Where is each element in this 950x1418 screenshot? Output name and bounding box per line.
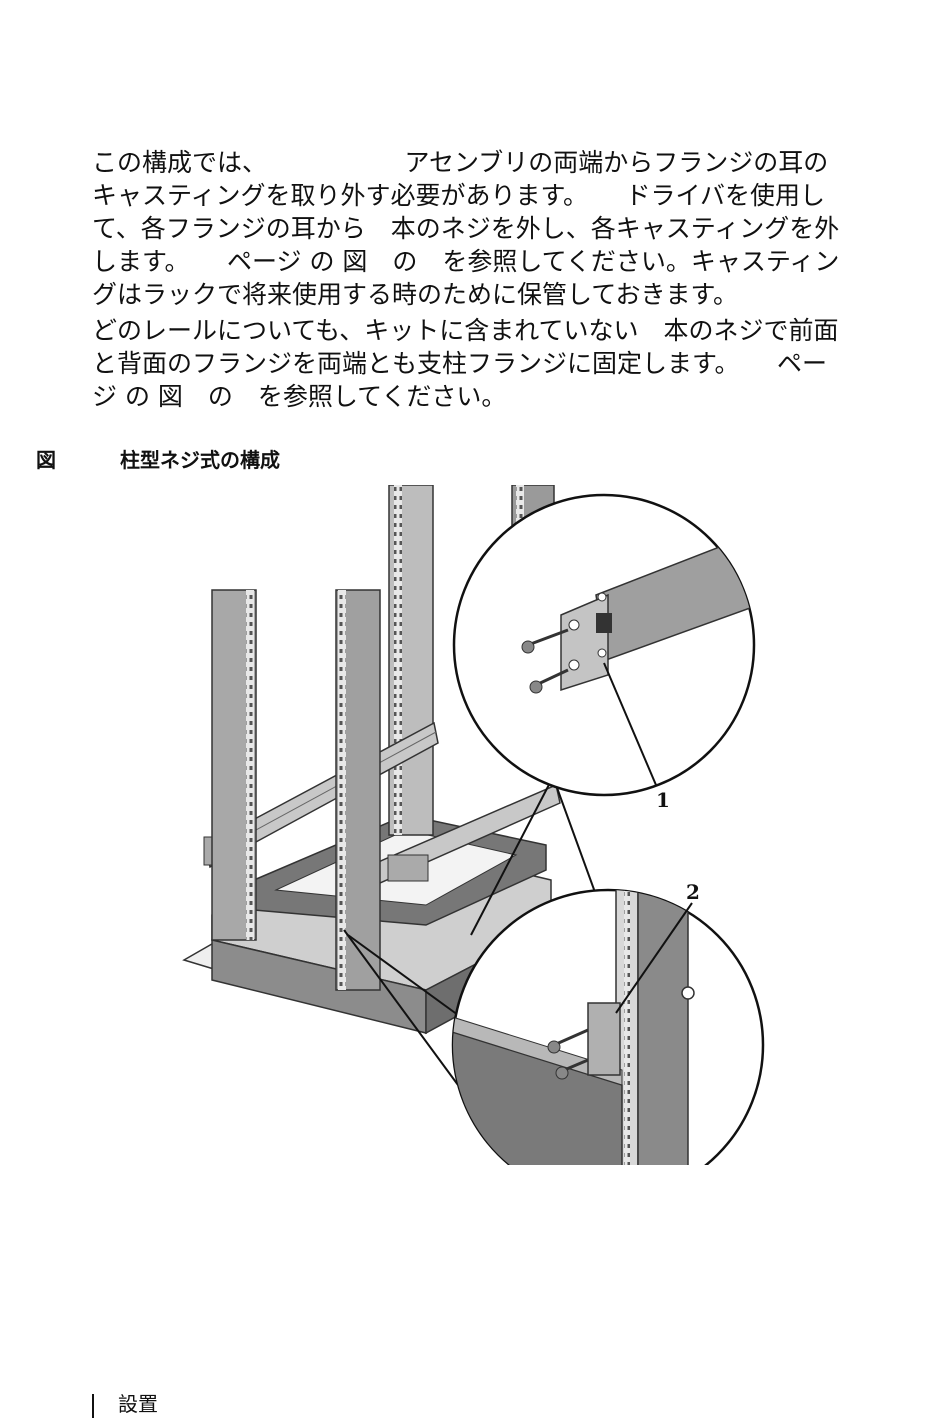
- page-footer: 設置: [92, 1388, 158, 1418]
- text-line: キャスティングを取り外す必要があります。 ドライバを使用し: [92, 179, 892, 212]
- text-line: と背面のフランジを両端とも支柱フランジに固定します。 ペー: [92, 347, 892, 380]
- footer-section-label: 設置: [118, 1392, 158, 1416]
- text-line: グはラックで将来使用する時のために保管しておきます。: [92, 278, 892, 311]
- callout-2: 2: [686, 880, 700, 904]
- text-line: て、各フランジの耳から 本のネジを外し、各キャスティングを外: [92, 212, 892, 245]
- figure-caption: 図柱型ネジ式の構成: [36, 444, 280, 473]
- footer-divider: [92, 1394, 94, 1418]
- text-line: します。 ページ の 図 の を参照してください。キャスティン: [92, 245, 892, 278]
- figure-label: 図: [36, 444, 120, 473]
- paragraph-flange-screws: どのレールについても、キットに含まれていない 本のネジで前面 と背面のフランジを…: [92, 314, 892, 413]
- text-line: ジ の 図 の を参照してください。: [92, 380, 892, 413]
- rack-illustration: 1 2: [176, 485, 766, 1165]
- figure-title: 柱型ネジ式の構成: [120, 448, 280, 472]
- callout-1: 1: [656, 788, 670, 812]
- text-line: どのレールについても、キットに含まれていない 本のネジで前面: [92, 314, 892, 347]
- detail-circle-top: [454, 495, 766, 795]
- paragraph-casting-removal: この構成では、 アセンブリの両端からフランジの耳の キャスティングを取り外す必要…: [92, 146, 892, 311]
- text-line: この構成では、 アセンブリの両端からフランジの耳の: [92, 146, 892, 179]
